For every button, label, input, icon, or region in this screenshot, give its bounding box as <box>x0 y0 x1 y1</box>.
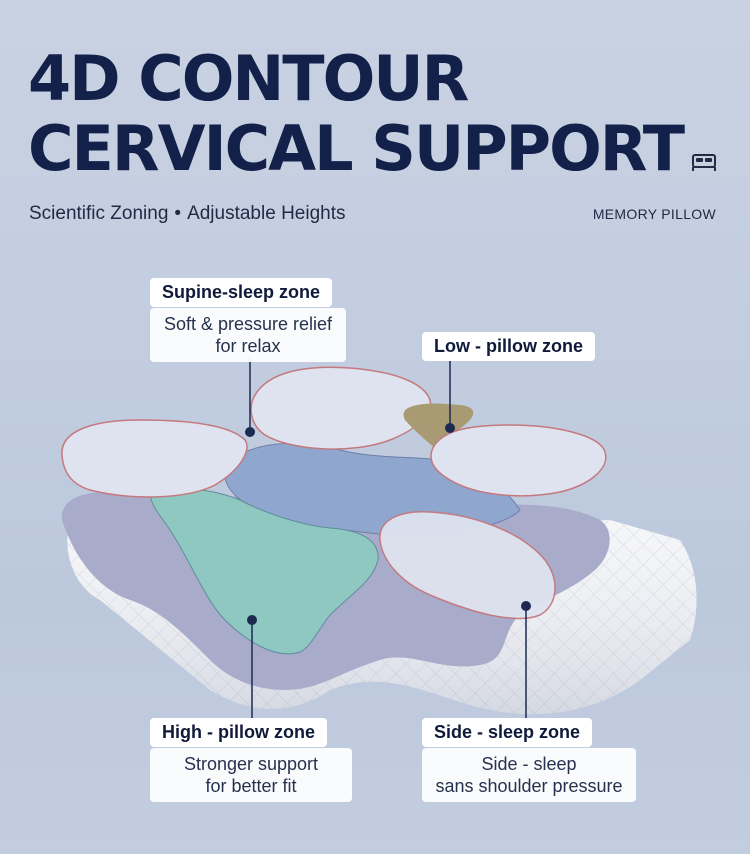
title-line-2: CERVICAL SUPPORT <box>28 112 685 185</box>
side-zone-description: Side - sleep sans shoulder pressure <box>422 748 636 802</box>
pointer-side <box>521 601 531 718</box>
low-zone-label: Low - pillow zone <box>422 332 595 361</box>
high-desc-line-1: Stronger support <box>183 754 319 774</box>
side-desc-line-2: sans shoulder pressure <box>435 776 623 796</box>
subtitle-separator: • <box>174 203 182 224</box>
insert-top-left <box>61 419 248 498</box>
insert-right <box>430 424 607 497</box>
pointer-high <box>247 615 257 718</box>
supine-desc-line-2: for relax <box>215 336 281 356</box>
bed-icon <box>692 154 716 171</box>
brand-label: MEMORY PILLOW <box>592 206 716 222</box>
high-zone-description: Stronger support for better fit <box>150 748 352 802</box>
pointer-supine <box>245 358 255 437</box>
high-zone-area <box>149 488 379 655</box>
subtitle-adjustable-heights: Adjustable Heights <box>187 203 346 224</box>
high-zone-label: High - pillow zone <box>150 718 327 747</box>
side-zone-label: Side - sleep zone <box>422 718 593 747</box>
subtitle-scientific-zoning: Scientific Zoning <box>29 203 169 224</box>
low-zone-area <box>403 403 474 448</box>
side-desc-line-1: Side - sleep <box>481 754 577 774</box>
supine-zone-label: Supine-sleep zone <box>150 278 333 307</box>
supine-zone-description: Soft & pressure relief for relax <box>150 308 346 362</box>
pointer-low <box>445 360 455 433</box>
insert-side <box>379 511 556 620</box>
insert-top-center <box>250 366 432 450</box>
subtitle: Scientific Zoning•Adjustable Heights <box>29 203 346 225</box>
supine-desc-line-1: Soft & pressure relief <box>163 314 333 334</box>
high-desc-line-2: for better fit <box>205 776 297 796</box>
title-line-1: 4D CONTOUR <box>28 42 469 115</box>
